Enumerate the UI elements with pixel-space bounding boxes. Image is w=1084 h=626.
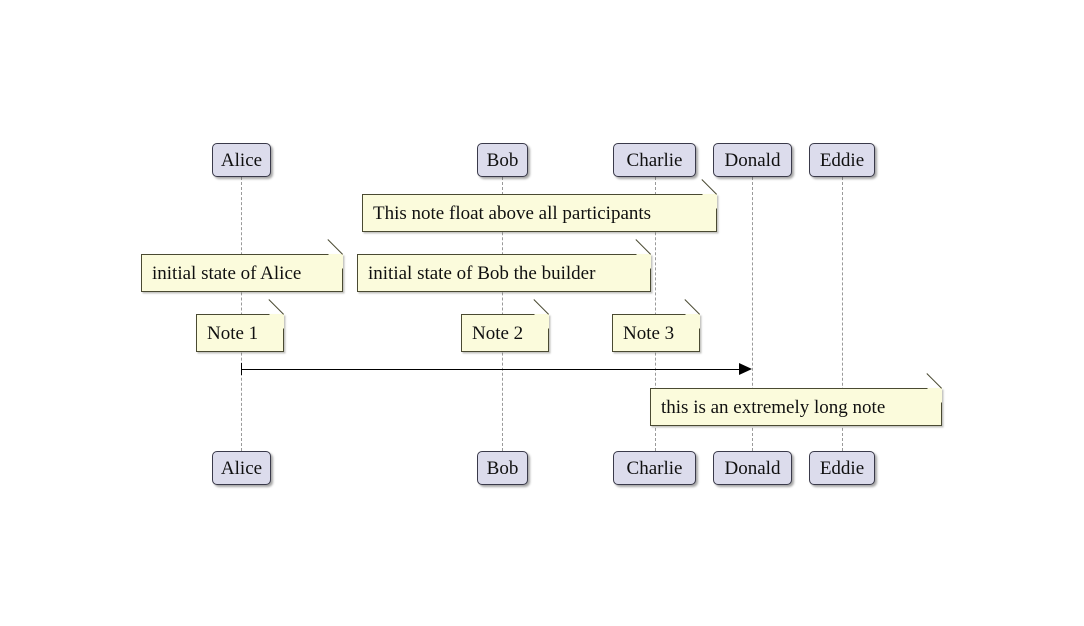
participant-label-bob: Bob <box>486 149 519 171</box>
note-2[interactable]: Note 2 <box>461 299 549 352</box>
participant-head-alice[interactable]: Alice <box>212 143 271 177</box>
note-fold-diagonal <box>533 299 549 315</box>
note-fold-diagonal <box>327 239 343 255</box>
participant-label-eddie: Eddie <box>819 149 865 171</box>
note-fold-icon <box>702 194 717 209</box>
note-fold-icon <box>269 314 284 329</box>
note-fold-diagonal <box>635 239 651 255</box>
note-initial-state-alice[interactable]: initial state of Alice <box>141 239 343 292</box>
note-fold-icon <box>534 314 549 329</box>
note-3[interactable]: Note 3 <box>612 299 700 352</box>
note-text: Note 1 <box>207 322 259 344</box>
note-fold-icon <box>328 254 343 269</box>
note-fold-diagonal <box>701 179 717 195</box>
note-initial-state-bob[interactable]: initial state of Bob the builder <box>357 239 651 292</box>
note-float-above-all[interactable]: This note float above all participants <box>362 179 717 232</box>
participant-label-alice: Alice <box>220 149 263 171</box>
note-1[interactable]: Note 1 <box>196 299 284 352</box>
note-fold-icon <box>927 388 942 403</box>
participant-label-bob: Bob <box>486 457 519 479</box>
participant-label-charlie: Charlie <box>626 149 683 171</box>
participant-label-eddie: Eddie <box>819 457 865 479</box>
participant-foot-charlie[interactable]: Charlie <box>613 451 696 485</box>
participant-head-charlie[interactable]: Charlie <box>613 143 696 177</box>
note-text: this is an extremely long note <box>661 396 886 418</box>
note-extremely-long[interactable]: this is an extremely long note <box>650 373 942 426</box>
note-fold-diagonal <box>684 299 700 315</box>
participant-head-eddie[interactable]: Eddie <box>809 143 875 177</box>
note-fold-diagonal <box>268 299 284 315</box>
participant-foot-donald[interactable]: Donald <box>713 451 792 485</box>
lifeline-donald <box>752 177 753 451</box>
note-text: Note 2 <box>472 322 524 344</box>
message-line-alice-to-donald[interactable] <box>241 369 741 370</box>
participant-foot-bob[interactable]: Bob <box>477 451 528 485</box>
note-text: initial state of Alice <box>152 262 302 284</box>
message-arrowhead-icon <box>739 363 752 375</box>
participant-foot-alice[interactable]: Alice <box>212 451 271 485</box>
note-fold-icon <box>636 254 651 269</box>
participant-head-donald[interactable]: Donald <box>713 143 792 177</box>
participant-foot-eddie[interactable]: Eddie <box>809 451 875 485</box>
participant-label-charlie: Charlie <box>626 457 683 479</box>
note-text: initial state of Bob the builder <box>368 262 596 284</box>
participant-label-donald: Donald <box>724 149 781 171</box>
lifeline-eddie <box>842 177 843 451</box>
participant-label-alice: Alice <box>220 457 263 479</box>
note-fold-diagonal <box>926 373 942 389</box>
note-fold-icon <box>685 314 700 329</box>
participant-head-bob[interactable]: Bob <box>477 143 528 177</box>
note-text: This note float above all participants <box>373 202 652 224</box>
note-text: Note 3 <box>623 322 675 344</box>
participant-label-donald: Donald <box>724 457 781 479</box>
